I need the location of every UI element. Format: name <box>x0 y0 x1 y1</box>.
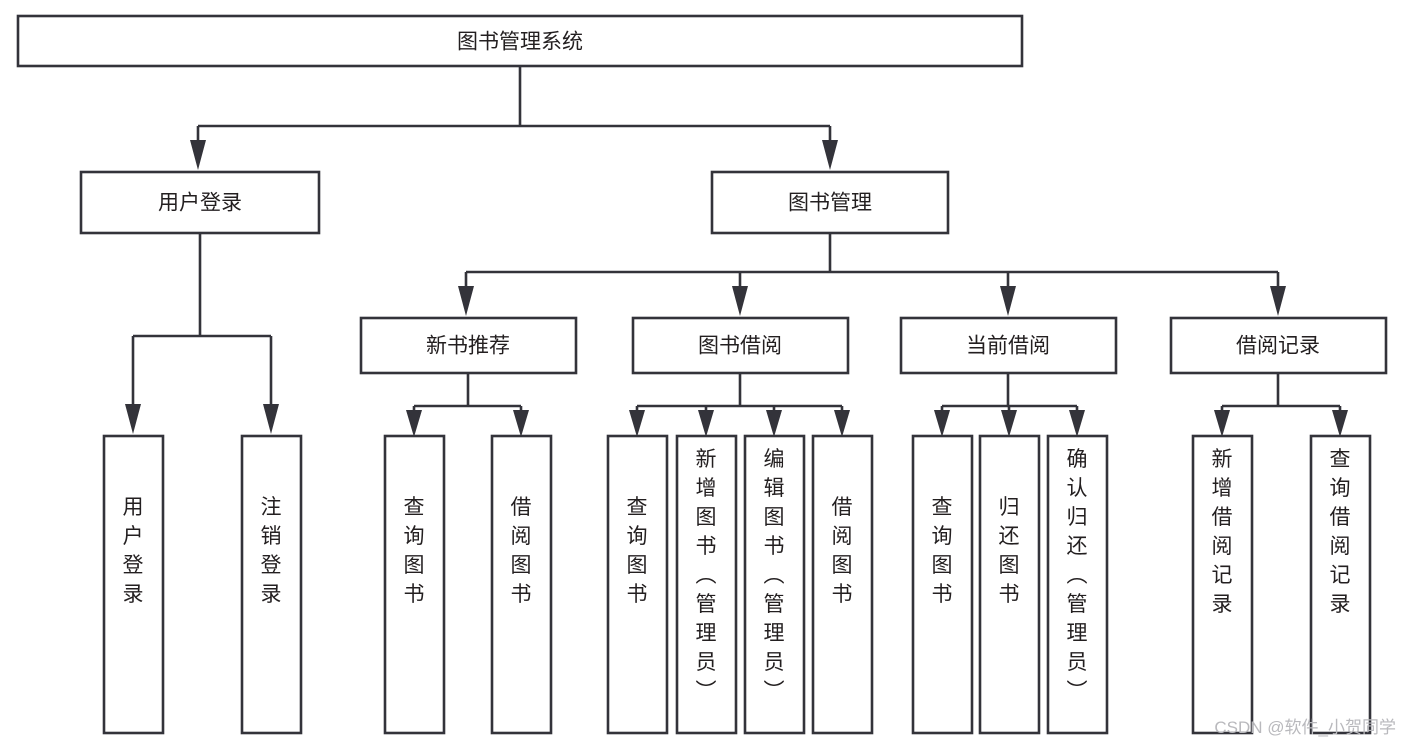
arrow-to-leaf-add-book <box>698 410 714 437</box>
node-root-box[interactable] <box>16 14 1024 68</box>
arrow-to-book-manage <box>822 140 838 170</box>
node-root[interactable]: 图书管理系统 <box>16 14 1024 68</box>
arrow-to-book-borrow <box>732 286 748 316</box>
node-root-label: 图书管理系统 <box>457 31 583 54</box>
connector-layer <box>125 66 1348 437</box>
node-leaf-edit-book[interactable]: 编辑图书︵管理员︶ <box>743 434 806 735</box>
node-leaf-user-logout-box[interactable] <box>240 434 303 735</box>
node-book-borrow-label: 图书借阅 <box>698 335 782 358</box>
arrow-to-current-borrow <box>1000 286 1016 316</box>
node-leaf-confirm-return-label: 确认归还︵管理员︶ <box>1067 448 1088 703</box>
node-leaf-query-record[interactable]: 查询借阅记录 <box>1309 434 1372 735</box>
node-leaf-query-book-3[interactable]: 查询图书 <box>911 434 974 735</box>
node-leaf-add-book-label: 新增图书︵管理员︶ <box>696 448 717 703</box>
node-leaf-query-book-2[interactable]: 查询图书 <box>606 434 669 735</box>
node-leaf-add-record[interactable]: 新增借阅记录 <box>1191 434 1254 735</box>
node-book-manage-label: 图书管理 <box>788 192 872 215</box>
node-leaf-return-book-label: 归还图书 <box>999 496 1020 606</box>
node-leaf-query-book-3-box[interactable] <box>911 434 974 735</box>
node-leaf-borrow-book-1-label: 借阅图书 <box>511 496 532 606</box>
node-leaf-query-book-1-box[interactable] <box>383 434 446 735</box>
node-leaf-query-book-2-box[interactable] <box>606 434 669 735</box>
node-book-borrow[interactable]: 图书借阅 <box>631 316 850 375</box>
arrow-to-leaf-query-book-2 <box>629 410 645 437</box>
arrow-to-leaf-query-record <box>1332 410 1348 437</box>
node-leaf-query-book-1-label: 查询图书 <box>404 496 425 606</box>
arrow-to-leaf-user-login <box>125 404 141 434</box>
node-user-login[interactable]: 用户登录 <box>79 170 321 235</box>
node-borrow-record-box[interactable] <box>1169 316 1388 375</box>
node-new-book-recommend[interactable]: 新书推荐 <box>359 316 578 375</box>
node-leaf-return-book-box[interactable] <box>978 434 1041 735</box>
node-leaf-user-logout[interactable]: 注销登录 <box>240 434 303 735</box>
node-leaf-edit-book-box[interactable] <box>743 434 806 735</box>
node-leaf-borrow-book-1-box[interactable] <box>490 434 553 735</box>
node-leaf-add-record-box[interactable] <box>1191 434 1254 735</box>
arrow-to-leaf-add-record <box>1214 410 1230 437</box>
node-book-manage-box[interactable] <box>710 170 950 235</box>
node-current-borrow[interactable]: 当前借阅 <box>899 316 1118 375</box>
arrow-to-borrow-record <box>1270 286 1286 316</box>
arrow-to-leaf-user-logout <box>263 404 279 434</box>
node-current-borrow-label: 当前借阅 <box>966 335 1050 358</box>
arrow-to-leaf-return-book <box>1001 410 1017 437</box>
node-leaf-add-book[interactable]: 新增图书︵管理员︶ <box>675 434 738 735</box>
arrow-to-leaf-query-book-3 <box>934 410 950 437</box>
arrow-to-leaf-edit-book <box>766 410 782 437</box>
arrow-to-new-book-recommend <box>458 286 474 316</box>
node-new-book-recommend-label: 新书推荐 <box>426 335 510 358</box>
node-current-borrow-box[interactable] <box>899 316 1118 375</box>
node-leaf-edit-book-label: 编辑图书︵管理员︶ <box>764 448 785 703</box>
arrow-to-leaf-borrow-book-1 <box>513 410 529 437</box>
node-leaf-query-record-label: 查询借阅记录 <box>1330 448 1351 616</box>
watermark-label: CSDN @软件_小贺同学 <box>1214 718 1396 737</box>
node-leaf-user-login[interactable]: 用户登录 <box>102 434 165 735</box>
node-leaf-query-book-3-label: 查询图书 <box>932 496 953 606</box>
node-leaf-borrow-book-2-box[interactable] <box>811 434 874 735</box>
node-leaf-borrow-book-2[interactable]: 借阅图书 <box>811 434 874 735</box>
node-user-login-label: 用户登录 <box>158 192 242 215</box>
node-leaf-query-book-1[interactable]: 查询图书 <box>383 434 446 735</box>
node-leaf-user-login-label: 用户登录 <box>123 496 144 606</box>
arrow-to-leaf-borrow-book-2 <box>834 410 850 437</box>
node-leaf-add-book-box[interactable] <box>675 434 738 735</box>
node-borrow-record[interactable]: 借阅记录 <box>1169 316 1388 375</box>
arrow-to-leaf-confirm-return <box>1069 410 1085 437</box>
node-leaf-user-logout-label: 注销登录 <box>261 496 282 606</box>
node-new-book-recommend-box[interactable] <box>359 316 578 375</box>
arrow-to-leaf-query-book-1 <box>406 410 422 437</box>
node-leaf-query-book-2-label: 查询图书 <box>627 496 648 606</box>
node-borrow-record-label: 借阅记录 <box>1236 335 1320 358</box>
node-leaf-confirm-return-box[interactable] <box>1046 434 1109 735</box>
node-book-manage[interactable]: 图书管理 <box>710 170 950 235</box>
node-leaf-add-record-label: 新增借阅记录 <box>1212 448 1233 616</box>
node-leaf-borrow-book-2-label: 借阅图书 <box>832 496 853 606</box>
node-leaf-confirm-return[interactable]: 确认归还︵管理员︶ <box>1046 434 1109 735</box>
node-leaf-user-login-box[interactable] <box>102 434 165 735</box>
node-leaf-return-book[interactable]: 归还图书 <box>978 434 1041 735</box>
node-leaf-query-record-box[interactable] <box>1309 434 1372 735</box>
arrow-to-user-login <box>190 140 206 170</box>
node-leaf-borrow-book-1[interactable]: 借阅图书 <box>490 434 553 735</box>
node-book-borrow-box[interactable] <box>631 316 850 375</box>
node-user-login-box[interactable] <box>79 170 321 235</box>
